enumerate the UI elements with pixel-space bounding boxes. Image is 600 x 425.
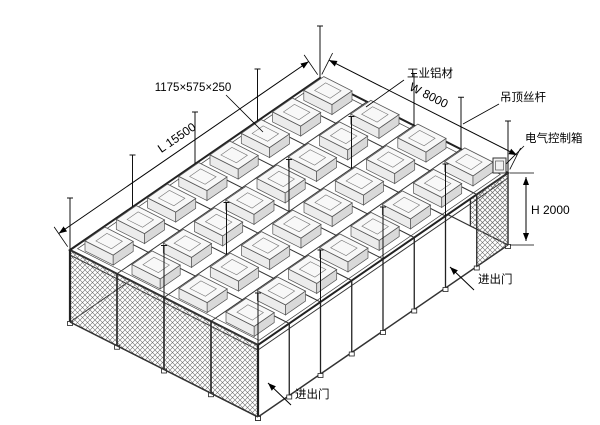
electrical-control-box <box>492 157 507 174</box>
label-aluminum: 工业铝材 <box>407 66 453 80</box>
dim-width-line <box>328 59 518 156</box>
leader-ceiling-rod <box>462 103 500 125</box>
label-ceiling-rod: 吊顶丝杆 <box>500 90 546 104</box>
west-mesh-wall <box>67 249 261 421</box>
leader-aluminum <box>365 79 405 108</box>
leader-unit-dim <box>225 94 264 133</box>
door-arrow-right <box>449 266 475 291</box>
label-control-box: 电气控制箱 <box>525 131 583 145</box>
dim-length-line <box>58 61 309 234</box>
label-door-right: 进出门 <box>478 272 513 286</box>
dim-length-ext-1 <box>53 226 69 247</box>
front-wall <box>255 172 511 421</box>
leader-control-box <box>505 145 525 165</box>
door-arrow-bottom <box>267 382 292 406</box>
dim-width-ext-1 <box>321 52 333 75</box>
label-door-bottom: 进出门 <box>295 387 330 401</box>
label-unit-dimension: 1175×575×250 <box>155 82 232 94</box>
dim-length-ext-2 <box>303 54 319 75</box>
dim-height-label: H 2000 <box>531 203 570 217</box>
dim-length-label: L 15500 <box>155 120 199 156</box>
